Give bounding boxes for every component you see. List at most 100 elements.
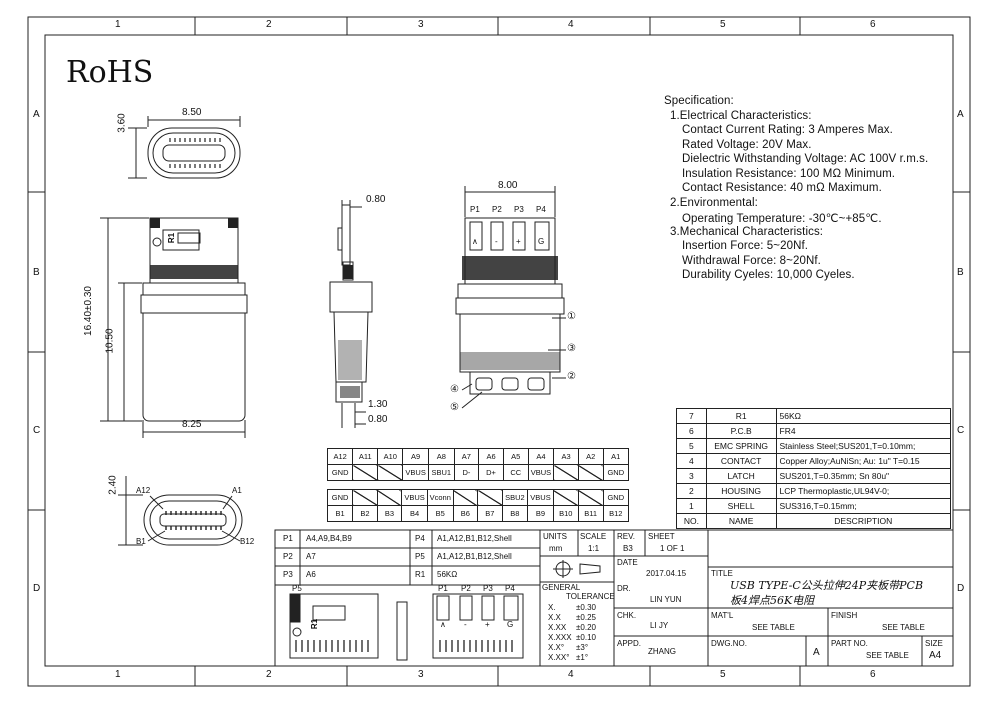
pin-cell: VBUS [527, 464, 555, 481]
row-label: A [33, 109, 40, 120]
pin-cell: GND [602, 464, 630, 481]
tb-tol-key: X.XX [548, 623, 567, 632]
callout-4: ④ [450, 384, 459, 395]
bom-cell-name: SHELL [705, 498, 777, 514]
pin-cell: SBU1 [427, 464, 455, 481]
plug-label-b12: B12 [240, 537, 255, 546]
pin-cell: Vconn [426, 489, 454, 506]
pin-cell: A5 [502, 448, 529, 465]
col-label: 6 [870, 19, 876, 30]
pcb-front-view [455, 186, 566, 409]
pin-cell: B8 [501, 505, 529, 522]
pin-cell: B12 [602, 505, 630, 522]
pin-cell [577, 489, 604, 506]
bom-cell-name: R1 [705, 408, 777, 424]
col-label: 6 [870, 669, 876, 680]
col-label: 5 [720, 19, 726, 30]
pin-cell: A3 [553, 448, 579, 465]
row-label: C [957, 425, 965, 436]
tb-chk: LI JY [650, 621, 669, 630]
col-label: 3 [418, 19, 424, 30]
pad-label: P1 [470, 205, 480, 214]
pad-assign-cell: P1 [283, 534, 293, 543]
spec-title: Specification: [664, 95, 734, 107]
pin-cell: B5 [426, 505, 454, 522]
tb-title-line1: USB TYPE-C公头拉伸24P夹板带PCB [730, 579, 924, 592]
pin-cell: A11 [352, 448, 379, 465]
row-label: C [33, 425, 41, 436]
pin-cell: B11 [577, 505, 604, 522]
pad-label: P2 [492, 205, 502, 214]
tb-title-line2: 板4焊点56K电阻 [730, 594, 815, 607]
bom-cell-desc: SUS316,T=0.15mm; [775, 498, 951, 514]
pin-cell: A4 [527, 448, 555, 465]
spec-line: Dielectric Withstanding Voltage: AC 100V… [682, 153, 929, 165]
pin-cell: GND [326, 489, 354, 506]
tb-chk-label: CHK. [617, 611, 637, 620]
pcb-p5-label: P5 [292, 584, 302, 593]
pin-cell: A8 [427, 448, 455, 465]
specification-block: Specification: 1.Electrical Characterist… [664, 95, 928, 284]
bom-cell-desc: SUS201,T=0.35mm; Sn 80u" [775, 468, 951, 484]
tb-tol-key: X.XX° [548, 653, 570, 662]
pad-symbol: - [495, 237, 498, 246]
bom-cell-name: P.C.B [705, 423, 777, 439]
tb-tol-key: X.X [548, 613, 561, 622]
pin-cell: B10 [552, 505, 579, 522]
tb-tol-val: ±1° [576, 653, 589, 662]
bom-cell-name: LATCH [705, 468, 777, 484]
bom-cell-no: 6 [676, 423, 707, 439]
pin-cell: A9 [402, 448, 429, 465]
dim-side-top: 0.80 [366, 194, 386, 205]
bom-cell-no: 7 [676, 408, 707, 424]
bom-header-desc: DESCRIPTION [775, 513, 951, 529]
pad-assign-cell: P3 [283, 570, 293, 579]
row-label: D [957, 583, 965, 594]
dim-plug-height: 2.40 [107, 475, 119, 495]
pin-cell: A6 [478, 448, 504, 465]
tb-dwg-rev: A [813, 647, 820, 658]
pin-cell: A7 [453, 448, 480, 465]
tb-part: SEE TABLE [866, 651, 909, 660]
pin-cell: D- [453, 464, 480, 481]
bom-cell-desc: Stainless Steel;SUS201,T=0.10mm; [775, 438, 951, 454]
callout-5: ⑤ [450, 402, 459, 413]
pad-symbol: G [538, 237, 545, 246]
tb-rev: B3 [623, 544, 633, 553]
spec-line: Durability Cyeles: 10,000 Cyeles. [682, 269, 855, 281]
bom-cell-desc: FR4 [775, 423, 951, 439]
pin-cell: B9 [527, 505, 554, 522]
dim-front-width: 8.25 [182, 419, 202, 430]
tb-date: 2017.04.15 [646, 569, 687, 578]
row-label: B [33, 267, 40, 278]
col-label: 1 [115, 19, 121, 30]
row-label: D [33, 583, 41, 594]
tb-tol-general: GENERAL [542, 583, 581, 592]
tb-tol-val: ±3° [576, 643, 589, 652]
row-label: B [957, 267, 964, 278]
spec-line: Insulation Resistance: 100 MΩ Minimum. [682, 167, 896, 180]
tb-tol-val: ±0.25 [576, 613, 596, 622]
callout-1: ① [567, 311, 576, 322]
pad-assign-cell: P5 [415, 552, 425, 561]
col-label: 2 [266, 19, 272, 30]
pad-assign-cell: A7 [306, 552, 316, 561]
col-label: 4 [568, 669, 574, 680]
tb-tol-key: X. [548, 603, 556, 612]
pin-cell: B6 [452, 505, 479, 522]
bom-cell-no: 4 [676, 453, 707, 469]
bom-cell-desc: LCP Thermoplastic,UL94V-0; [775, 483, 951, 499]
col-label: 4 [568, 19, 574, 30]
pad-assign-cell: R1 [415, 570, 426, 579]
tb-dr-label: DR. [617, 584, 631, 593]
pin-cell [352, 489, 378, 506]
spec-line: Operating Temperature: -30℃~+85℃. [682, 213, 882, 225]
